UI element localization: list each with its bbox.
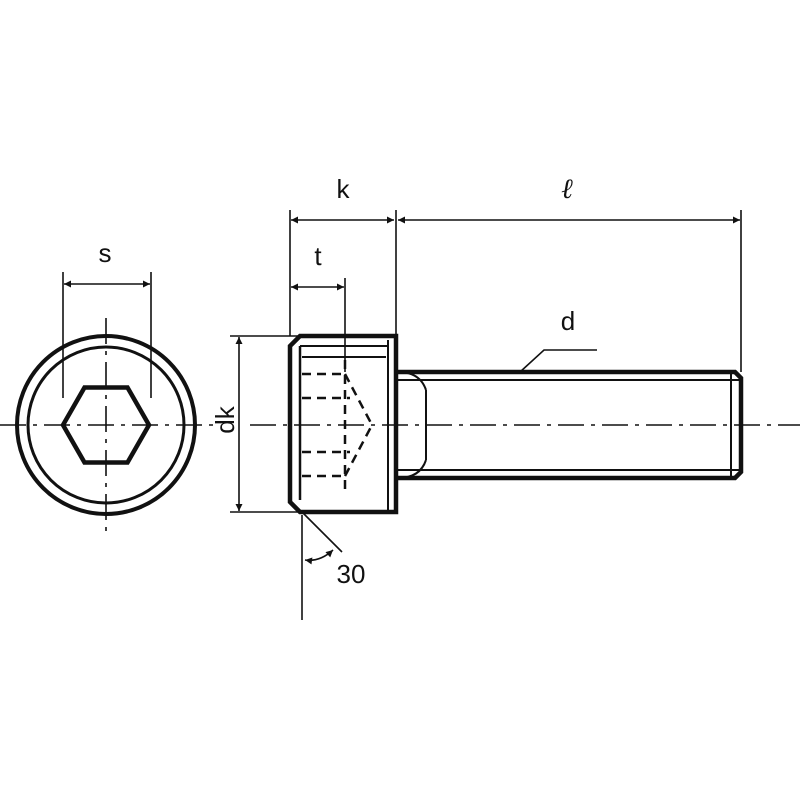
angle-30-label: 30 bbox=[337, 559, 366, 589]
dk-label: dk bbox=[210, 405, 240, 433]
k-label: k bbox=[337, 174, 351, 204]
chamfer-angle-line bbox=[301, 511, 343, 553]
end-view bbox=[0, 272, 215, 535]
screw-head bbox=[287, 333, 399, 515]
d-leader-line bbox=[519, 349, 597, 373]
head-outer-circle bbox=[15, 334, 197, 516]
length-label: ℓ bbox=[561, 172, 573, 205]
t-label: t bbox=[314, 241, 322, 271]
d-label: d bbox=[561, 306, 575, 336]
head-chamfer-circle bbox=[26, 345, 186, 505]
chamfer-angle-arc bbox=[304, 549, 334, 565]
hex-socket bbox=[60, 385, 152, 465]
socket-hidden-lines bbox=[302, 360, 374, 490]
thread-runout-top bbox=[397, 371, 427, 391]
screw-shank bbox=[396, 369, 744, 481]
s-label: s bbox=[99, 238, 112, 268]
side-view bbox=[230, 210, 800, 620]
thread-runout-bottom bbox=[397, 459, 427, 479]
